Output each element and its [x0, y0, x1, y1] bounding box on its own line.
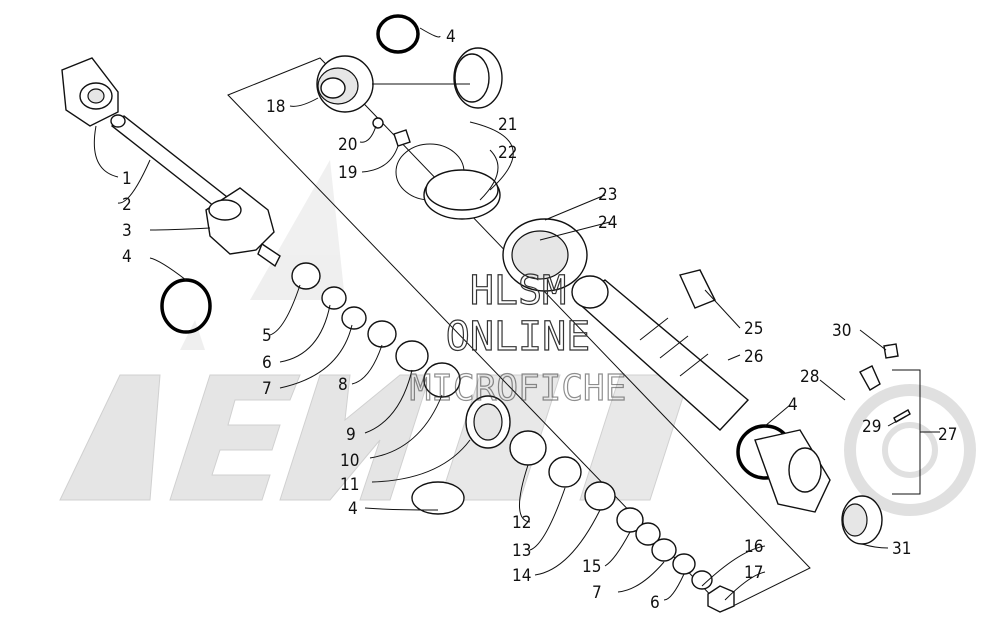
callout-29: 29 — [862, 417, 881, 437]
part-10-washer — [423, 362, 461, 398]
part-1-top-cap — [61, 57, 119, 127]
part-13-washer — [548, 456, 582, 488]
callout-23: 23 — [598, 185, 617, 205]
part-8-washer — [367, 320, 397, 348]
callout-7-left: 7 — [262, 379, 272, 399]
callout-25: 25 — [744, 319, 763, 339]
part-6-washer — [321, 286, 347, 310]
callout-14: 14 — [512, 566, 531, 586]
callout-21: 21 — [498, 115, 517, 135]
callout-30: 30 — [832, 321, 851, 341]
callout-4-left: 4 — [122, 247, 132, 267]
callout-22: 22 — [498, 143, 517, 163]
part-4-o-ring-left — [160, 278, 212, 334]
part-7b-washer — [651, 538, 677, 562]
callout-15: 15 — [582, 557, 601, 577]
callout-6-bottom: 6 — [650, 593, 660, 613]
part-body-bottom-end — [754, 429, 831, 513]
part-6b-washer — [672, 553, 696, 575]
part-15b-washer — [635, 522, 661, 546]
part-20-o-ring — [372, 117, 384, 129]
callout-5: 5 — [262, 326, 272, 346]
callout-18: 18 — [266, 97, 285, 117]
callout-1: 1 — [122, 169, 132, 189]
part-16-washer — [691, 570, 713, 590]
part-19-valve — [393, 129, 411, 147]
callout-27: 27 — [938, 425, 957, 445]
callout-24: 24 — [598, 213, 617, 233]
callout-11: 11 — [340, 475, 359, 495]
callout-26: 26 — [744, 347, 763, 367]
part-11-piston — [465, 395, 511, 449]
part-17-nut — [707, 585, 735, 613]
callout-20: 20 — [338, 135, 357, 155]
part-26-shock-body — [571, 275, 750, 431]
part-23-spring-adjuster — [502, 218, 588, 292]
hlsm-watermark: HLSM ONLINE MICROFICHE — [409, 267, 627, 409]
callout-10: 10 — [340, 451, 359, 471]
callout-4-right: 4 — [788, 395, 798, 415]
part-30-cap — [883, 343, 899, 359]
watermark-line-2: ONLINE — [446, 314, 591, 360]
part-28-fitting — [859, 365, 881, 391]
callout-4-lower: 4 — [348, 499, 358, 519]
leader-lines — [93, 27, 940, 601]
callout-17: 17 — [744, 563, 763, 583]
callout-8: 8 — [338, 375, 348, 395]
part-4-o-ring-top — [376, 14, 420, 54]
callout-labels: 1 2 3 4 4 4 4 5 6 6 7 7 8 9 10 11 12 13 … — [122, 27, 957, 613]
callout-9: 9 — [346, 425, 356, 445]
callout-31: 31 — [892, 539, 911, 559]
callout-7-bottom: 7 — [592, 583, 602, 603]
part-4-band-lower — [411, 481, 465, 515]
part-3-rod-end — [205, 187, 281, 268]
callout-2: 2 — [122, 195, 132, 215]
assembly-group-outline — [227, 57, 811, 611]
watermark-line-1: HLSM — [470, 268, 566, 314]
part-14-washer — [584, 481, 616, 511]
callout-28: 28 — [800, 367, 819, 387]
callout-6-left: 6 — [262, 353, 272, 373]
part-9-washer — [395, 340, 429, 372]
part-12-washer — [509, 430, 547, 466]
part-7-washer — [341, 306, 367, 330]
washer-stack — [291, 262, 735, 613]
callout-13: 13 — [512, 541, 531, 561]
callout-19: 19 — [338, 163, 357, 183]
callout-16: 16 — [744, 537, 763, 557]
part-25-clip — [679, 269, 716, 309]
watermark-line-3: MICROFICHE — [410, 368, 627, 409]
part-5-washer — [291, 262, 321, 290]
background-logo-watermark — [59, 160, 976, 516]
callout-12: 12 — [512, 513, 531, 533]
part-31-bushing — [841, 495, 883, 545]
part-2-shaft — [110, 114, 238, 215]
part-18-seal-head — [316, 55, 374, 113]
callout-3: 3 — [122, 221, 132, 241]
part-4-band-top — [453, 47, 503, 109]
part-22-bushing — [423, 169, 501, 220]
part-29-pin — [893, 409, 911, 423]
callout-4-top: 4 — [446, 27, 456, 47]
